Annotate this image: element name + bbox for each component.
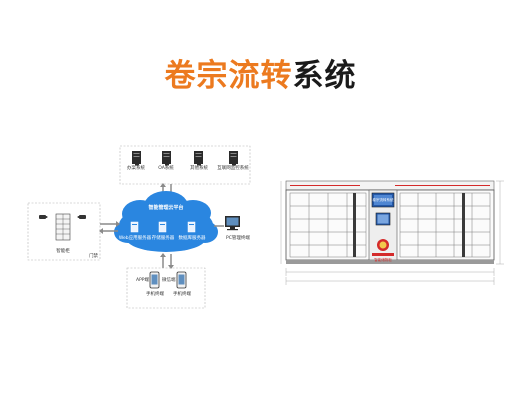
cloud-service-label: 数据库服务器 xyxy=(178,236,206,241)
camera-icon xyxy=(77,215,86,219)
cabinet-screen-label: 卷宗流转系统 xyxy=(372,198,394,202)
server-icon xyxy=(132,151,141,166)
smart-cabinet-drawing xyxy=(280,180,504,285)
title-accent: 卷宗流转 xyxy=(164,58,293,94)
device-type-label: 手机终端 xyxy=(146,292,164,297)
servers-box xyxy=(119,145,251,185)
network-topology xyxy=(27,145,251,309)
server-icon xyxy=(158,221,167,233)
cloud-shape xyxy=(114,191,218,252)
server-label: OA系统 xyxy=(158,166,174,171)
cabinet-box xyxy=(27,202,101,261)
camera-icon xyxy=(39,215,48,219)
cloud-service-label: Web应用服务器 xyxy=(118,236,152,241)
server-icon xyxy=(187,221,196,233)
title-rest: 系统 xyxy=(292,58,357,94)
terminal-label: PC管理终端 xyxy=(226,236,250,241)
server-icon xyxy=(162,151,171,166)
server-label: 办案系统 xyxy=(127,166,145,171)
cloud-service-label: 存储服务器 xyxy=(151,236,175,241)
device-name-label: 微信端 xyxy=(162,278,176,283)
devices-box xyxy=(126,267,206,309)
page-title: 卷宗流转系统 xyxy=(0,56,521,96)
cabinet-label: 智能柜 xyxy=(56,249,70,254)
door-access-label: 门禁 xyxy=(89,254,98,259)
server-label: 其他系统 xyxy=(190,166,208,171)
phone-icon xyxy=(149,271,160,289)
server-icon xyxy=(229,151,238,166)
cloud-title: 智能管理云平台 xyxy=(148,205,184,211)
cabinet-side-label: 智能储物柜 xyxy=(374,258,392,262)
phone-icon xyxy=(176,271,187,289)
device-name-label: APP端 xyxy=(136,278,150,283)
device-type-label: 手机终端 xyxy=(173,292,191,297)
server-icon xyxy=(130,221,139,233)
monitor-icon xyxy=(225,216,240,231)
server-icon xyxy=(194,151,203,166)
server-label: 互联网监控系统 xyxy=(217,166,249,171)
